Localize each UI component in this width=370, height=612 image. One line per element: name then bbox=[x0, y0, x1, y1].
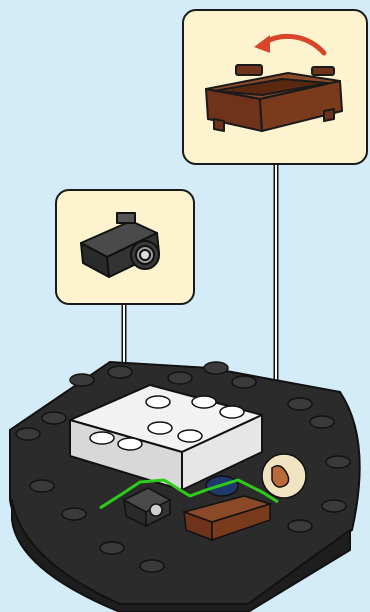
build-scene bbox=[0, 0, 370, 612]
